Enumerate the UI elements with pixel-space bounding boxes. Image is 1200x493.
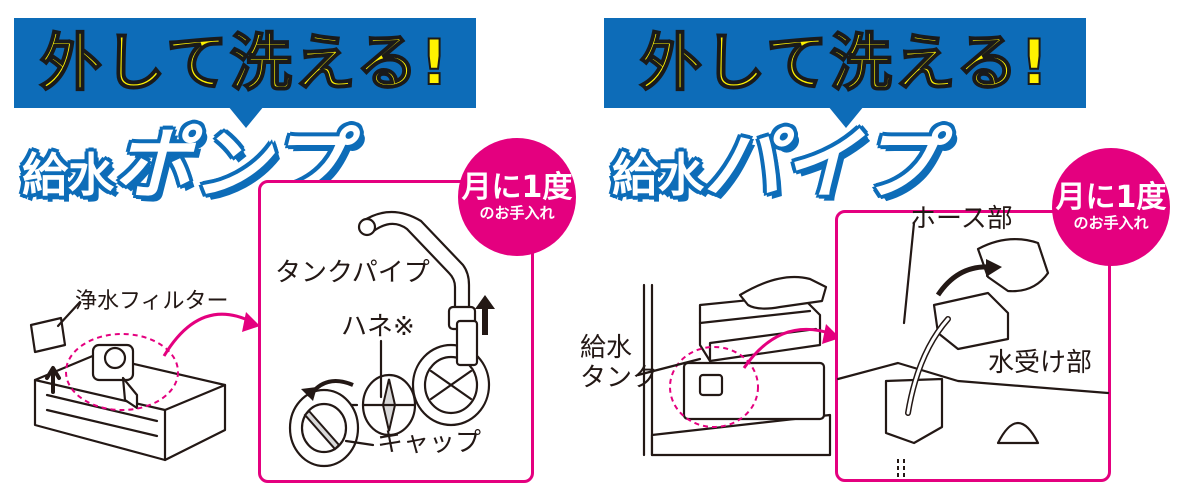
up-arrow-icon xyxy=(475,295,495,335)
leader-lines xyxy=(344,339,383,447)
water-tank-illustration xyxy=(29,316,227,462)
title-main: パイプ xyxy=(704,120,939,210)
monthly-care-badge: 月に1度 のお手入れ xyxy=(1052,148,1170,266)
refrigerator-tank-illustration xyxy=(642,275,832,457)
product-title: 給水ポンプ xyxy=(22,126,346,204)
title-prefix: 給水 xyxy=(612,148,704,202)
headline-text: 外して洗える! xyxy=(639,26,1051,99)
pipe-detail-illustration xyxy=(836,221,1110,479)
title-prefix: 給水 xyxy=(22,148,114,202)
label-tank-line1: 給水 xyxy=(580,333,633,363)
banner-pointer xyxy=(228,106,264,128)
headline-banner: 外して洗える! xyxy=(604,18,1086,128)
leader-line-filter xyxy=(56,300,82,328)
label-water-filter: 浄水フィルター xyxy=(75,289,229,314)
badge-sub-text: のお手入れ xyxy=(479,203,555,222)
label-hose: ホース部 xyxy=(910,204,1013,234)
pump-panel: 外して洗える! 給水ポンプ 浄水フィルター xyxy=(14,18,576,483)
badge-main-text: 月に1度 xyxy=(1055,180,1167,216)
badge-main-text: 月に1度 xyxy=(461,170,573,206)
headline-text: 外して洗える! xyxy=(39,26,451,99)
detail-frame: ホース部 水受け部 xyxy=(835,205,1111,482)
impeller-illustration xyxy=(347,373,417,437)
pink-arrow-icon xyxy=(742,324,840,369)
label-cap: キャップ xyxy=(377,428,482,458)
product-title: 給水パイプ xyxy=(612,126,938,204)
pink-arrow-icon xyxy=(162,312,260,357)
label-tank-pipe: タンクパイプ xyxy=(275,258,430,288)
label-water-receiver: 水受け部 xyxy=(988,348,1093,378)
monthly-care-badge: 月に1度 のお手入れ xyxy=(458,138,576,256)
badge-sub-text: のお手入れ xyxy=(1073,213,1149,232)
pipe-panel: 外して洗える! 給水パイプ 給水 タンク xyxy=(580,0,1200,493)
label-tank-line2: タンク xyxy=(580,363,659,393)
pump-housing-illustration xyxy=(411,319,491,427)
label-impeller: ハネ※ xyxy=(341,312,415,342)
banner-pointer xyxy=(828,106,864,128)
cap-illustration xyxy=(288,388,360,468)
leader-line-tank xyxy=(636,357,702,377)
rotate-arrow-icon xyxy=(301,379,354,401)
curved-arrow-icon xyxy=(935,259,1002,297)
headline-banner: 外して洗える! xyxy=(14,18,476,128)
